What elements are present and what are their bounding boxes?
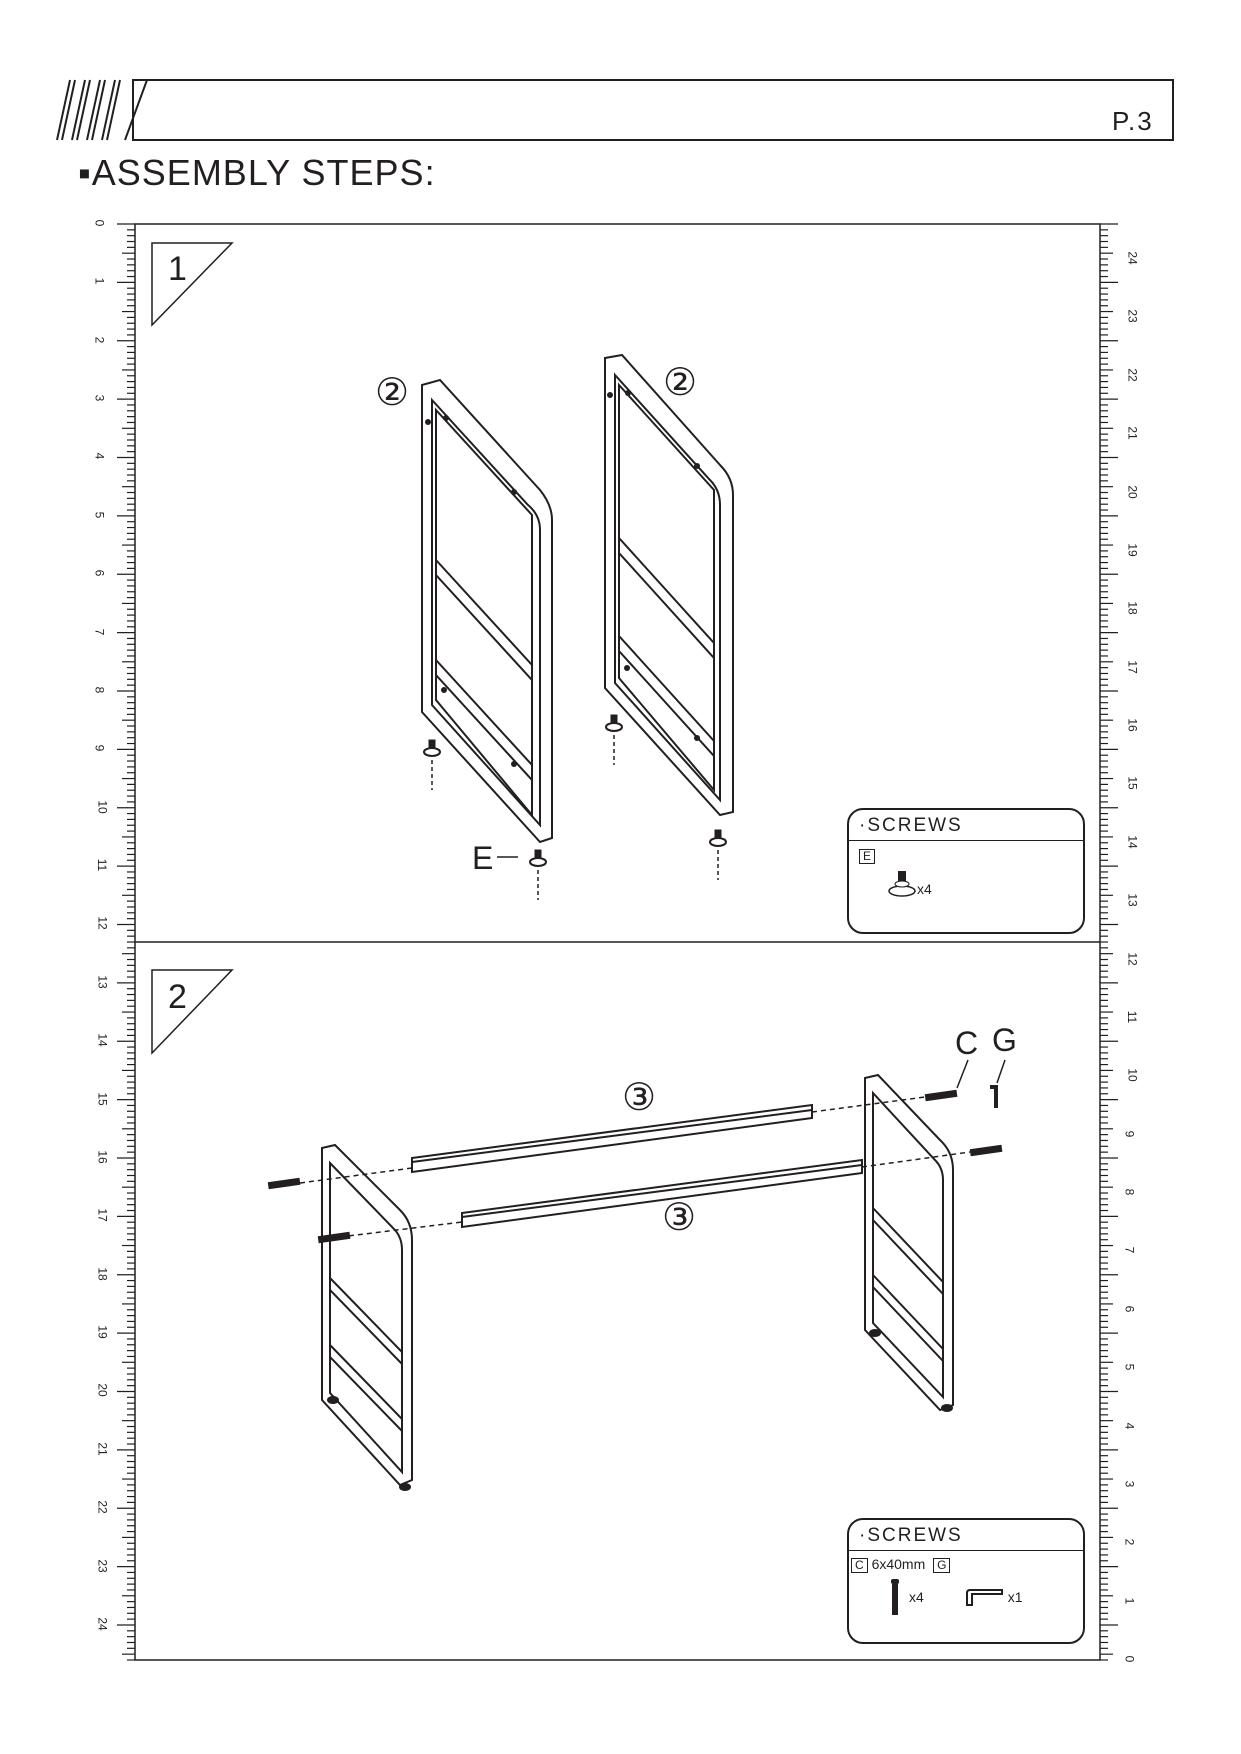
step2-rails (411, 1103, 863, 1229)
ruler-right-label: 13 (1125, 893, 1140, 907)
tag-c: C (851, 1558, 868, 1573)
ruler-left-label: 3 (92, 394, 107, 402)
ruler-right-label: 12 (1125, 951, 1140, 966)
ruler-right-label: 18 (1125, 601, 1140, 615)
header-bar (56, 79, 1174, 141)
qty-g: x1 (1007, 1589, 1023, 1605)
step1-holes (425, 390, 700, 767)
ruler-left-label: 16 (95, 1150, 110, 1164)
step1-number: 1 (168, 250, 187, 288)
step2-number: 2 (168, 978, 187, 1016)
ruler-right-label: 17 (1125, 659, 1140, 674)
leveling-foot-icons (423, 714, 727, 867)
ruler-right-label: 5 (1122, 1363, 1137, 1371)
leveling-foot-icon (888, 871, 916, 897)
screws-box-step2: ·SCREWS C 6x40mm G x4 x1 (847, 1518, 1085, 1644)
ruler-left-label: 23 (95, 1558, 110, 1573)
qty-e: x4 (917, 881, 932, 897)
step1-frame-left (421, 378, 553, 844)
tag-g: G (933, 1558, 951, 1573)
ruler-left-label: 21 (95, 1442, 110, 1456)
ruler-left-label: 19 (95, 1325, 110, 1339)
ruler-right-label: 19 (1125, 543, 1140, 557)
ruler-right-label: 16 (1125, 718, 1140, 732)
ruler-left-label: 17 (95, 1208, 110, 1223)
ruler-left-label: 15 (95, 1091, 110, 1106)
tag-e: E (859, 849, 876, 864)
ruler-left-label: 20 (95, 1383, 110, 1398)
step2-guide-lines (299, 1096, 971, 1238)
ruler-right-label: 10 (1125, 1068, 1140, 1082)
ruler-left-label: 8 (92, 686, 107, 694)
ruler-right-label: 8 (1122, 1188, 1137, 1196)
ruler-right-label: 9 (1122, 1130, 1137, 1137)
ruler-left-label: 0 (92, 219, 107, 227)
screws-title: SCREWS (867, 1525, 963, 1546)
ruler-left-label: 18 (95, 1267, 110, 1281)
ruler-left-label: 1 (92, 278, 107, 285)
ruler-right-label: 4 (1122, 1422, 1137, 1429)
step2-frame-right (864, 1073, 954, 1412)
part-label-3-bottom: ③ (662, 1197, 697, 1239)
ruler-right-label: 14 (1125, 835, 1140, 849)
ruler-right-label: 2 (1122, 1538, 1137, 1546)
part-label-2-right: ② (663, 362, 698, 404)
page-title: ▪ASSEMBLY STEPS: (78, 152, 436, 194)
ruler-right-label: 7 (1122, 1247, 1137, 1254)
ruler-right-label: 15 (1125, 776, 1140, 791)
part-label-2-left: ② (375, 372, 410, 414)
ruler-right-label: 21 (1125, 426, 1140, 440)
screws-title: SCREWS (867, 815, 963, 836)
screw-size: 6x40mm (871, 1556, 926, 1572)
part-label-3-top: ③ (622, 1077, 657, 1119)
callout-e: E (472, 840, 494, 876)
callout-g: G (992, 1022, 1017, 1058)
ruler-left-label: 2 (92, 336, 107, 344)
ruler-right-label: 20 (1125, 484, 1140, 499)
step2-screws (267, 1085, 1003, 1491)
ruler-right-label: 23 (1125, 309, 1140, 324)
callout-c: C (955, 1025, 979, 1061)
ruler-left-label: 7 (92, 628, 107, 635)
bolt-icon (891, 1579, 899, 1615)
ruler-right-label: 6 (1122, 1305, 1137, 1313)
ruler-right-label: 22 (1125, 368, 1140, 382)
ruler-left-label: 14 (95, 1033, 110, 1047)
step2-badge (151, 969, 234, 1055)
ruler-right-label: 1 (1122, 1597, 1137, 1604)
screws-header: ·SCREWS (849, 810, 1083, 841)
ruler-left-label: 6 (92, 569, 107, 577)
allen-key-icon (965, 1589, 1003, 1606)
leveling-foot-icon (709, 829, 727, 847)
title-text: ASSEMBLY STEPS: (91, 152, 436, 193)
step1-guide-lines (431, 735, 719, 900)
ruler-left-label: 24 (95, 1617, 110, 1631)
step1-badge (151, 242, 234, 327)
ruler-left-label: 9 (92, 745, 107, 752)
ruler-left-label: 10 (95, 800, 110, 814)
leveling-foot-icon (423, 739, 441, 757)
ruler-left-label: 22 (95, 1500, 110, 1514)
ruler-left-label: 12 (95, 916, 110, 931)
leveling-foot-icon (605, 714, 623, 732)
qty-c: x4 (909, 1589, 924, 1605)
ruler-right-label: 11 (1125, 1010, 1140, 1024)
ruler-left-label: 11 (95, 858, 110, 872)
step2-frame-left (321, 1143, 413, 1487)
ruler-left-label: 5 (92, 511, 107, 519)
bullet-icon: ▪ (78, 152, 92, 193)
ruler-right-label: 0 (1122, 1655, 1137, 1663)
ruler-left-label: 4 (92, 453, 107, 460)
leveling-foot-icon (529, 849, 547, 867)
ruler-left-label: 13 (95, 975, 110, 989)
screws-header: ·SCREWS (849, 1520, 1083, 1551)
screws-box-step1: ·SCREWS E x4 (847, 808, 1085, 934)
ruler-right-label: 3 (1122, 1480, 1137, 1488)
step1-frame-right (604, 353, 734, 817)
ruler-right-label: 24 (1125, 251, 1140, 265)
page-number: P.3 (1112, 106, 1154, 136)
